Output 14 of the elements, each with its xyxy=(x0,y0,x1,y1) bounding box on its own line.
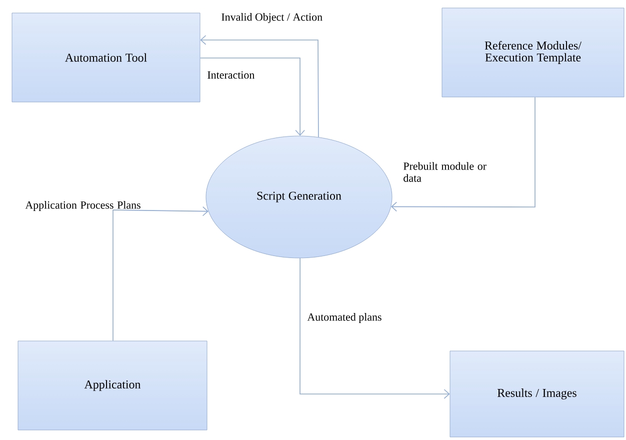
arrow xyxy=(200,35,319,138)
edge-label: Prebuilt module or data xyxy=(404,162,486,182)
arrow xyxy=(112,206,208,342)
arrow xyxy=(391,96,536,212)
edge-label: Application Process Plans xyxy=(25,201,140,211)
arrow xyxy=(200,58,305,136)
arrow xyxy=(300,258,450,399)
edge-label: Invalid Object / Action xyxy=(222,13,322,23)
process-box: Reference Modules/ Execution Template xyxy=(442,8,624,98)
edge-label: Interaction xyxy=(208,71,254,79)
process-box: Application xyxy=(18,340,208,430)
process-box: Automation Tool xyxy=(12,12,200,102)
process-box: Results / Images xyxy=(450,350,624,438)
edge-label: Automated plans xyxy=(307,313,382,323)
